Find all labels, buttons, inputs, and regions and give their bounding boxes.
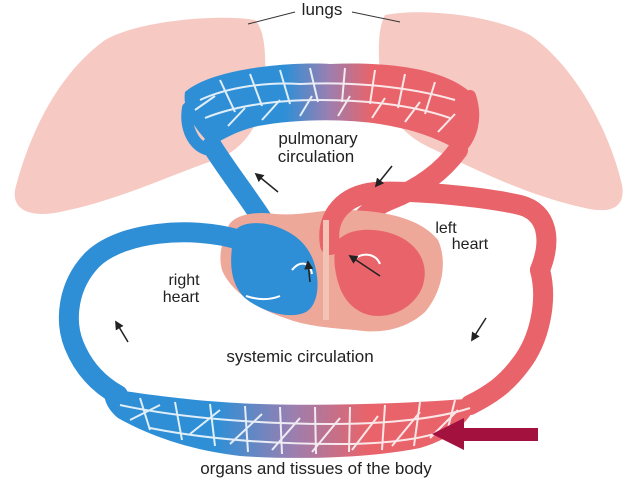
pulmonary-capillary-mesh [194,67,456,133]
label-left-heart-line2: heart [452,236,489,253]
flow-arrow-pulmonary-out [254,172,279,193]
flow-arrow-pulmonary-in [374,165,393,188]
aorta [319,181,557,280]
right-lung [14,17,266,214]
lungs-pointer-left [247,11,296,25]
label-pulmonary-line2: circulation [278,147,355,166]
pulmonary-artery-branch [181,102,218,156]
left-lung [378,12,623,211]
pulmonary-vein-branch [452,90,480,156]
flow-arrow-systemic-up [115,320,129,343]
label-right-heart-line2: heart [163,289,200,306]
label-right-heart-line1: right [168,272,200,289]
vena-cava [58,222,250,405]
flow-arrow-into-right-heart [304,260,314,283]
label-lungs: lungs [302,0,343,19]
lungs-pointer-right [351,11,401,23]
systemic-capillary-mesh [119,397,471,455]
left-heart-chambers [334,229,425,316]
descending-aorta [460,260,554,415]
label-organs: organs and tissues of the body [200,459,432,478]
label-systemic: systemic circulation [226,347,373,366]
label-left-heart-line1: left [435,220,457,237]
right-heart-chambers [231,223,318,316]
flow-arrow-into-left-heart [348,255,381,277]
flow-arrow-systemic-down [471,317,487,342]
label-pulmonary-line1: pulmonary [278,129,358,148]
pointer-arrow [432,418,538,450]
